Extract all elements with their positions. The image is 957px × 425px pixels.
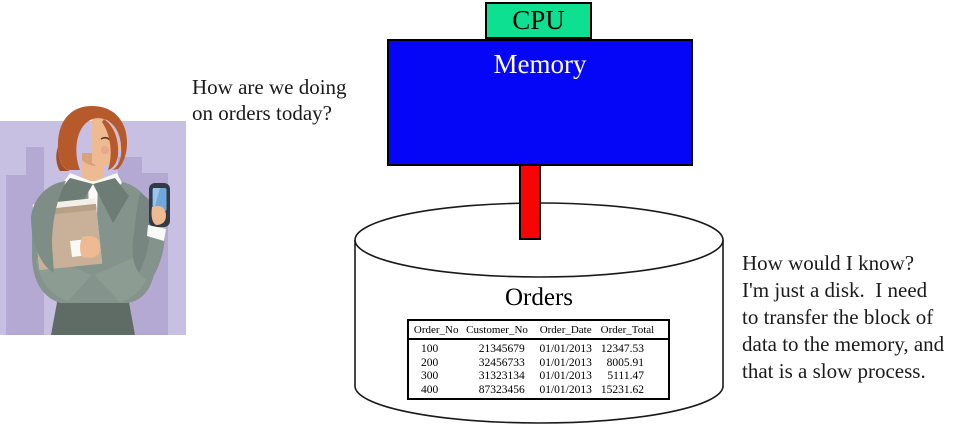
speech-line: I'm just a disk. I need xyxy=(742,278,928,302)
table-row: 200 32456733 01/01/2013 8005.91 xyxy=(409,357,668,371)
column-header: Customer_No xyxy=(466,323,528,336)
speech-line: How would I know? xyxy=(742,251,915,275)
cell-order-no: 300 xyxy=(421,370,439,382)
speech-line: How are we doing xyxy=(192,75,347,99)
memory-disk-connector xyxy=(519,164,541,240)
hand xyxy=(151,206,166,225)
cpu-label: CPU xyxy=(512,5,565,35)
speech-answer: How would I know? I'm just a disk. I nee… xyxy=(742,250,957,385)
speech-question: How are we doing on orders today? xyxy=(192,74,382,126)
column-header: Order_Total xyxy=(600,323,655,336)
cell-customer-no: 21345679 xyxy=(478,343,525,355)
speech-line: that is a slow process. xyxy=(742,359,926,383)
speech-line: on orders today? xyxy=(192,101,332,125)
cell-order-total: 8005.91 xyxy=(606,356,644,369)
table-row: 100 21345679 01/01/2013 12347.53 xyxy=(409,343,668,357)
cell-order-total: 15231.62 xyxy=(600,383,644,396)
table-row: 400 87323456 01/01/2013 15231.62 xyxy=(409,384,668,398)
left-arm xyxy=(31,181,66,273)
cell-order-total: 12347.53 xyxy=(600,343,644,355)
disk-title: Orders xyxy=(504,284,574,311)
cuff xyxy=(147,225,166,241)
bob-hair xyxy=(57,106,127,170)
cell-order-no: 200 xyxy=(421,356,439,369)
cell-customer-no: 31323134 xyxy=(478,370,525,382)
column-header: Order_No xyxy=(413,323,459,336)
cell-order-no: 400 xyxy=(421,383,439,396)
column-header: Order_Date xyxy=(539,323,592,336)
cell-customer-no: 32456733 xyxy=(478,356,525,369)
table-row: 300 31323134 01/01/2013 5111.47 xyxy=(409,370,668,384)
skirt xyxy=(51,297,135,335)
memory-label: Memory xyxy=(493,49,587,79)
orders-table-body: 100 21345679 01/01/2013 12347.53 200 324… xyxy=(409,340,668,397)
cell-order-date: 01/01/2013 xyxy=(539,370,592,382)
cell-order-date: 01/01/2013 xyxy=(539,383,592,396)
memory-box: Memory xyxy=(387,39,693,166)
orders-table: Order_No Customer_No Order_Date Order_To… xyxy=(407,319,670,400)
speech-line: data to the memory, and xyxy=(742,332,945,356)
cell-order-no: 100 xyxy=(421,343,439,355)
speech-line: to transfer the block of xyxy=(742,305,934,329)
businesswoman-illustration xyxy=(0,106,186,335)
cell-customer-no: 87323456 xyxy=(478,383,525,396)
hand xyxy=(80,236,100,258)
cpu-box: CPU xyxy=(485,2,592,39)
cell-order-date: 01/01/2013 xyxy=(539,343,592,355)
cell-order-total: 5111.47 xyxy=(607,370,644,382)
cell-order-date: 01/01/2013 xyxy=(539,356,592,369)
orders-table-header: Order_No Customer_No Order_Date Order_To… xyxy=(409,321,668,340)
